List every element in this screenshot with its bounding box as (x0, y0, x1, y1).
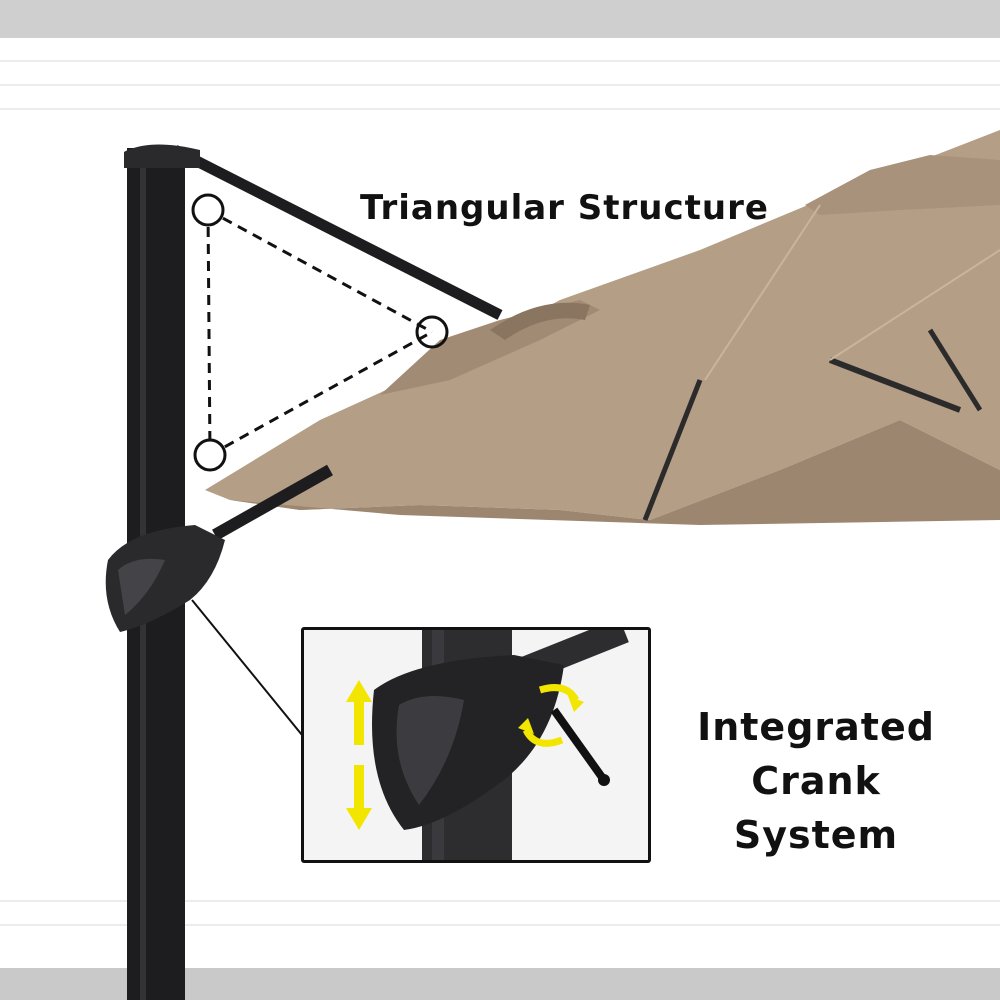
canopy-shadow (230, 420, 1000, 525)
triangle-vertex (191, 193, 225, 227)
canopy-seam (704, 204, 821, 381)
triangular-structure-label: Triangular Structure (360, 188, 769, 228)
canopy-vent-left (380, 300, 600, 395)
rotate-arrow-icon (522, 728, 564, 747)
crank-detail-illustration (346, 630, 629, 860)
canopy-handle (490, 302, 590, 340)
support-arm (172, 145, 503, 320)
rotate-arrow-icon (568, 696, 584, 712)
crank-system-label: Integrated Crank System (676, 700, 956, 862)
wall-line (0, 924, 1000, 926)
crank-label-line2: Crank System (733, 759, 899, 857)
inset-crank-knob (598, 774, 610, 786)
rotate-arrow-icon (518, 718, 534, 734)
top-wall-band (0, 0, 1000, 38)
canopy-rib (642, 379, 703, 521)
crank-housing-grip (118, 558, 165, 615)
rotate-arrow-icon (538, 684, 580, 702)
inset-crank-grip (396, 696, 464, 805)
inset-crank-handle (550, 707, 608, 783)
canopy-rib (927, 328, 983, 412)
canopy-rib (828, 357, 962, 413)
crank-label-line1: Integrated (697, 705, 935, 749)
canopy-seam (829, 249, 1000, 361)
lower-arm (212, 464, 333, 541)
triangle-edge (206, 209, 212, 456)
pole-cap (124, 144, 200, 168)
triangle-vertex (193, 438, 227, 472)
canopy-top-vent (805, 155, 1000, 215)
up-down-arrow-icon (346, 765, 372, 830)
wall-line (0, 84, 1000, 86)
canopy (205, 130, 1000, 520)
triangle-vertex (415, 315, 449, 349)
up-down-arrow-icon (346, 680, 372, 745)
wall-line (0, 900, 1000, 902)
wall-line (0, 108, 1000, 110)
triangle-edge (209, 330, 433, 457)
wall-line (0, 60, 1000, 62)
callout-connector (191, 599, 303, 736)
crank-detail-inset (301, 627, 651, 863)
triangle-edge (207, 208, 433, 334)
